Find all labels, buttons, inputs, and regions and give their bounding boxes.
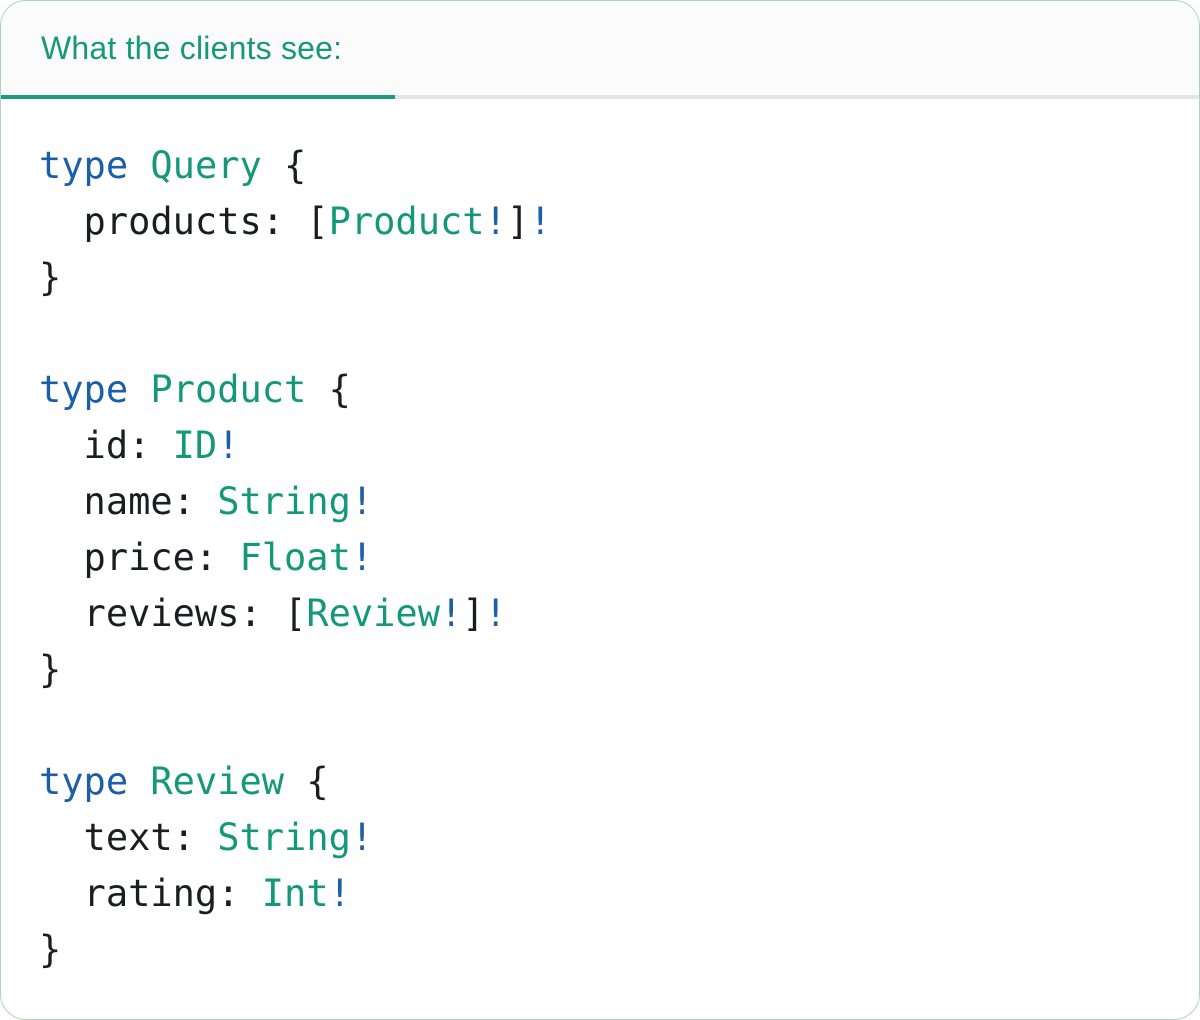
code-token-bang: ! (484, 592, 507, 635)
code-line: id: ID! (39, 418, 1169, 474)
code-line: type Query { (39, 138, 1169, 194)
code-token-plain (128, 144, 150, 187)
code-block: type Query { products: [Product!]!} type… (39, 138, 1169, 978)
code-token-bang: ! (350, 816, 374, 859)
code-token-plain: { (261, 144, 307, 187)
code-line: name: String! (39, 474, 1169, 530)
code-token-plain: rating: (39, 872, 262, 915)
code-line: } (39, 642, 1169, 698)
code-token-type: Query (150, 144, 262, 187)
code-token-kw: type (39, 368, 129, 411)
code-token-type: Product (328, 200, 485, 243)
code-token-type: String (217, 816, 351, 859)
code-token-plain: reviews: [ (39, 592, 307, 635)
tab-bar: What the clients see: (1, 1, 1199, 99)
code-token-plain: text: (39, 816, 218, 859)
code-line (39, 698, 1169, 754)
code-token-type: Int (261, 872, 329, 915)
tab-what-clients-see[interactable]: What the clients see: (1, 1, 395, 99)
tab-label: What the clients see: (41, 29, 343, 66)
code-line: text: String! (39, 810, 1169, 866)
code-token-bang: ! (217, 424, 240, 467)
code-line: type Product { (39, 362, 1169, 418)
code-token-bang: ! (350, 480, 374, 523)
code-line: products: [Product!]! (39, 194, 1169, 250)
code-token-bang: ! (484, 200, 507, 243)
tab-bar-divider (1, 95, 1199, 99)
code-line: } (39, 922, 1169, 978)
code-token-plain (128, 760, 150, 803)
code-line: rating: Int! (39, 866, 1169, 922)
code-token-type: ID (172, 424, 218, 467)
code-token-type: String (217, 480, 351, 523)
code-line: reviews: [Review!]! (39, 586, 1169, 642)
code-line (39, 306, 1169, 362)
code-line: } (39, 250, 1169, 306)
code-area: type Query { products: [Product!]!} type… (1, 99, 1199, 978)
code-token-plain: } (39, 256, 62, 299)
code-token-plain: } (39, 928, 62, 971)
code-token-plain (128, 368, 150, 411)
code-token-type: Float (239, 536, 351, 579)
code-token-kw: type (39, 144, 129, 187)
code-token-plain: name: (39, 480, 218, 523)
code-token-plain: products: [ (39, 200, 329, 243)
code-token-type: Product (150, 368, 307, 411)
code-token-plain: price: (39, 536, 240, 579)
code-token-type: Review (306, 592, 440, 635)
code-token-kw: type (39, 760, 129, 803)
code-token-plain: ] (462, 592, 485, 635)
code-token-plain: ] (506, 200, 530, 243)
code-token-bang: ! (529, 200, 552, 243)
code-line: price: Float! (39, 530, 1169, 586)
code-token-type: Review (150, 760, 285, 803)
code-line: type Review { (39, 754, 1169, 810)
code-token-bang: ! (439, 592, 463, 635)
code-token-plain: } (39, 648, 62, 691)
code-token-bang: ! (328, 872, 351, 915)
code-token-bang: ! (350, 536, 374, 579)
code-token-plain: { (306, 368, 351, 411)
code-token-plain: { (284, 760, 329, 803)
code-token-plain: id: (39, 424, 173, 467)
